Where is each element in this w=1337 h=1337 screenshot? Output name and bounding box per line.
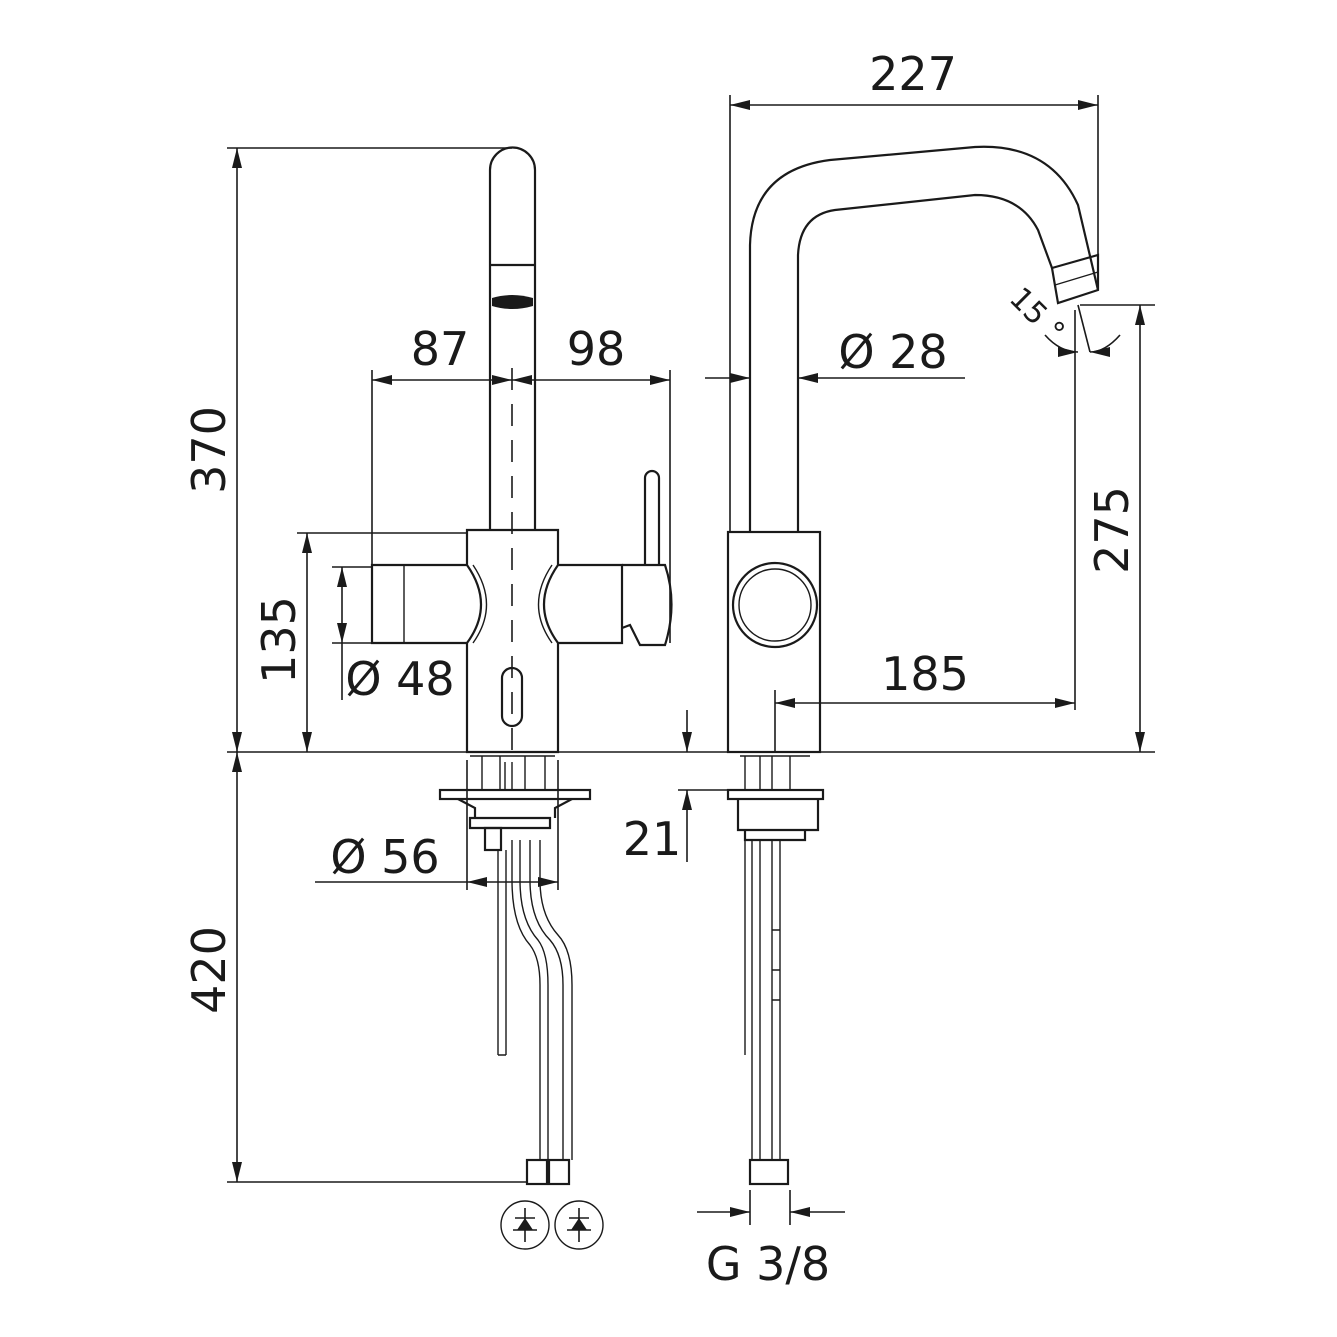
side-hoses	[744, 840, 781, 1160]
left-handle	[370, 563, 467, 645]
dimension-labels: 370 420 135 Ø 48 87 98 Ø 56 227 Ø 28 275…	[182, 47, 1139, 1291]
check-valve-symbol	[554, 1200, 604, 1250]
spout-tube	[488, 146, 537, 530]
dim-98: 98	[567, 322, 626, 376]
aerator-ring	[492, 295, 533, 309]
knob-inner	[738, 568, 812, 642]
fixing-bolt	[483, 826, 503, 852]
notch-right	[537, 564, 553, 644]
side-clamp	[736, 799, 820, 842]
lever-knob	[621, 563, 673, 647]
dim-370: 370	[182, 406, 236, 494]
dim-227: 227	[869, 47, 957, 101]
hose-nut-1	[525, 1158, 549, 1186]
dim-275: 275	[1085, 486, 1139, 574]
front-view	[370, 146, 673, 1250]
dimension-lines	[227, 95, 1155, 1225]
side-view	[726, 145, 1100, 1186]
hose-nut-2	[547, 1158, 571, 1186]
side-plate	[726, 788, 825, 801]
dim-185: 185	[881, 647, 969, 701]
dim-420: 420	[182, 926, 236, 1014]
right-arm	[558, 563, 624, 645]
dim-28: Ø 28	[838, 325, 947, 379]
side-hose-nut	[748, 1158, 790, 1186]
clamp	[457, 798, 573, 830]
dim-87: 87	[411, 322, 470, 376]
spout-inner	[796, 193, 1054, 532]
nozzle-band	[1054, 271, 1099, 286]
threaded-rod	[497, 850, 507, 1056]
dim-135: 135	[252, 596, 306, 684]
dim-48: Ø 48	[345, 652, 454, 706]
check-valve-symbol	[500, 1200, 550, 1250]
dim-15-deg: 15 °	[1002, 281, 1071, 350]
dim-21: 21	[623, 812, 682, 866]
base-studs	[481, 756, 546, 790]
side-base-studs	[740, 755, 810, 790]
dim-g38: G 3/8	[706, 1237, 830, 1291]
lever-rod	[643, 469, 661, 565]
supply-hose-1	[511, 840, 549, 1160]
handle-knob	[731, 561, 819, 649]
body-side	[726, 530, 822, 754]
notch-left	[472, 564, 488, 644]
dim-56: Ø 56	[330, 830, 439, 884]
mounting-plate	[438, 788, 592, 801]
supply-hose-2	[529, 840, 573, 1160]
sensor-window	[500, 666, 524, 728]
spout-outer	[748, 145, 1100, 532]
